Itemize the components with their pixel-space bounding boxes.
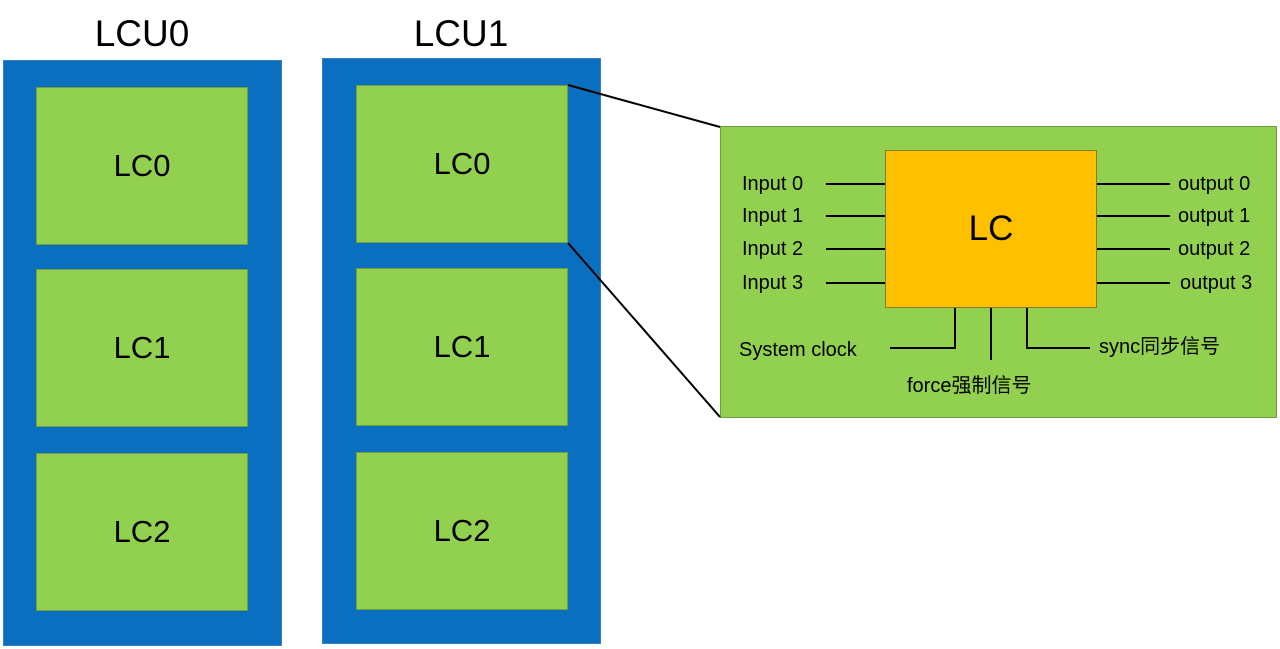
cell-lcu1-lc1: LC1 <box>356 268 568 426</box>
system-clock-wire <box>890 308 956 349</box>
output-label-2: output 2 <box>1178 238 1251 260</box>
system-clock-label: System clock <box>739 339 857 361</box>
output-label-0: output 0 <box>1178 173 1251 195</box>
input-label-1: Input 1 <box>742 205 804 227</box>
cell-lcu1-lc0: LC0 <box>356 85 568 243</box>
sync-wire <box>1026 308 1090 349</box>
input-label-2: Input 2 <box>742 238 804 260</box>
zoom-line-top <box>567 84 721 128</box>
cell-lcu1-lc2: LC2 <box>356 452 568 610</box>
zoom-line-bottom <box>567 242 721 418</box>
lc-core-block: LC <box>885 150 1097 308</box>
force-signal-label: force强制信号 <box>907 375 1032 397</box>
cell-lcu0-lc2: LC2 <box>36 453 248 611</box>
output-label-1: output 1 <box>1178 205 1251 227</box>
cell-lcu0-lc1: LC1 <box>36 269 248 427</box>
sync-signal-label: sync同步信号 <box>1099 336 1221 358</box>
output-label-3: output 3 <box>1180 272 1253 294</box>
input-label-3: Input 3 <box>742 272 804 294</box>
cell-lcu0-lc0: LC0 <box>36 87 248 245</box>
unit-title-lcu0: LCU0 <box>94 13 190 54</box>
input-label-0: Input 0 <box>742 173 804 195</box>
unit-title-lcu1: LCU1 <box>413 13 509 54</box>
